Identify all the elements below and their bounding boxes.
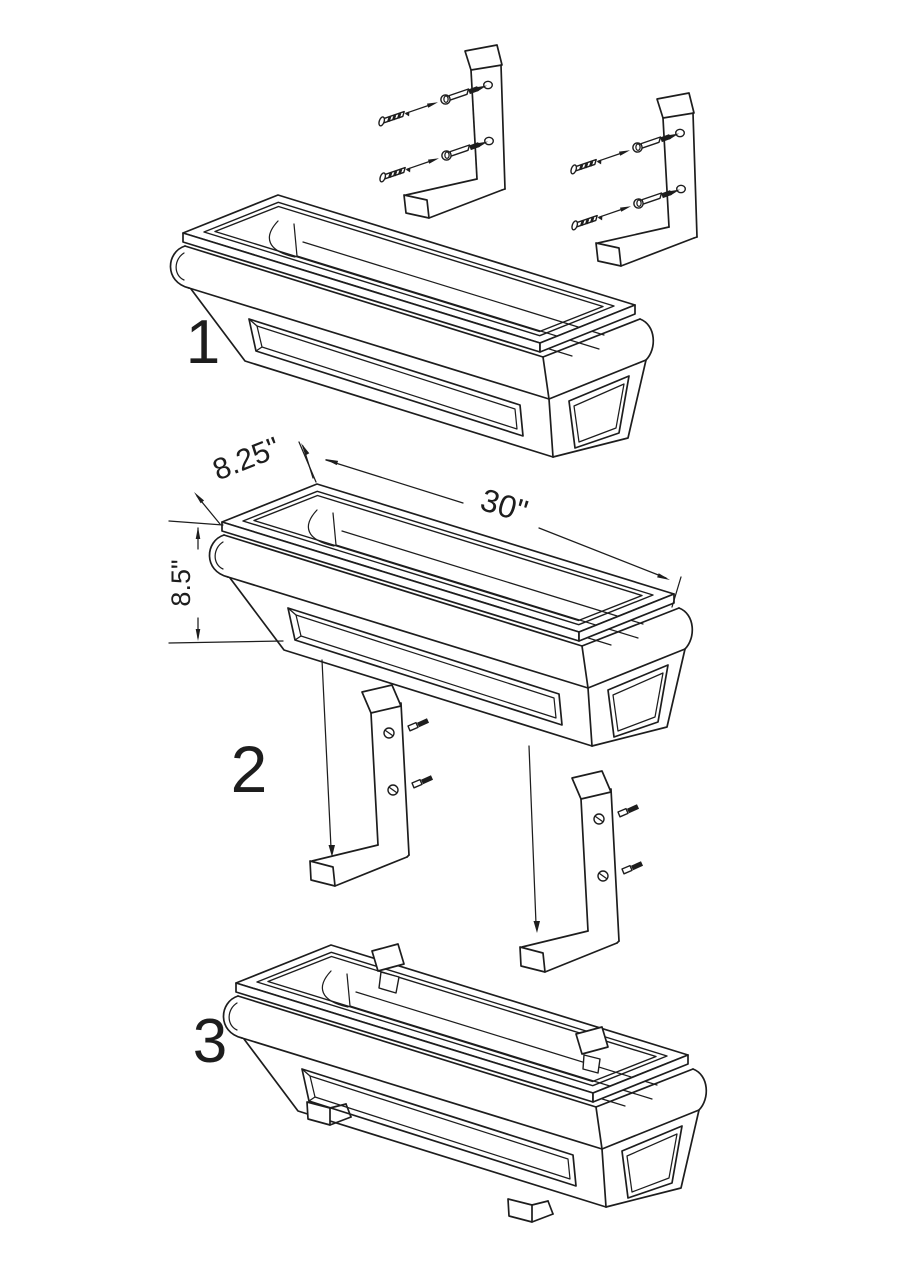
screw-and-anchor-set (570, 129, 684, 174)
planter-box (169, 194, 655, 458)
step-1-number: 1 (186, 308, 220, 377)
wall-bracket-left (403, 44, 506, 219)
placement-arrow-left (321, 659, 332, 849)
screw-and-anchor-set (378, 81, 492, 126)
planter-box (208, 483, 694, 747)
placement-arrowhead-right (533, 921, 540, 933)
step-3-drawing: 3 (193, 943, 708, 1223)
placement-arrow-right (528, 745, 537, 925)
wall-bracket-right (520, 771, 642, 972)
bracket-foot-left (306, 1101, 352, 1126)
height-label: 8.5" (166, 559, 196, 606)
step-2-number: 2 (231, 732, 268, 806)
placement-arrowhead-left (328, 845, 335, 857)
bracket-hook-right (575, 1026, 609, 1074)
step-2-drawing: 8.25" 30" 8.5" 2 (166, 431, 694, 972)
bracket-foot-right (507, 1198, 554, 1223)
step-1-drawing: 1 (169, 44, 698, 458)
step-3-number: 3 (193, 1007, 227, 1076)
wall-bracket-right (595, 92, 698, 267)
planter-box (222, 944, 708, 1208)
dimension-height: 8.5" (166, 520, 284, 644)
depth-label: 8.25" (208, 431, 284, 487)
length-label: 30" (477, 481, 532, 529)
bracket-hook-left (371, 943, 405, 994)
